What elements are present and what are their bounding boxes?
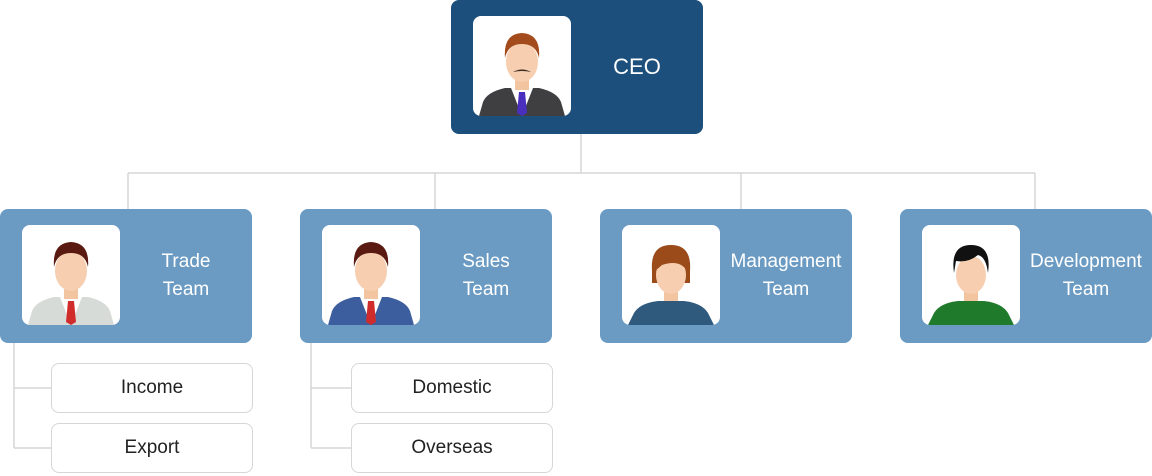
- management-team-node[interactable]: Management Team: [600, 209, 852, 343]
- development-team-label: Development Team: [1030, 251, 1142, 300]
- sales-team-node[interactable]: Sales Team: [300, 209, 552, 343]
- man-gray-suit-avatar-icon: [22, 225, 120, 325]
- sales-team-label: Sales Team: [462, 251, 510, 300]
- trade-team-node[interactable]: Trade Team: [0, 209, 252, 343]
- sub-item-export[interactable]: Export: [51, 423, 253, 473]
- man-green-shirt-avatar-icon: [922, 225, 1020, 325]
- development-team-node[interactable]: Development Team: [900, 209, 1152, 343]
- sub-item-domestic[interactable]: Domestic: [351, 363, 553, 413]
- sub-item-overseas[interactable]: Overseas: [351, 423, 553, 473]
- sub-item-income[interactable]: Income: [51, 363, 253, 413]
- ceo-label: CEO: [613, 54, 661, 79]
- man-blue-suit-avatar-icon: [322, 225, 420, 325]
- man-mustache-avatar-icon: [473, 16, 571, 116]
- ceo-node[interactable]: CEO: [451, 0, 703, 134]
- management-team-label: Management Team: [730, 251, 842, 300]
- trade-team-label: Trade Team: [161, 251, 211, 300]
- woman-avatar-icon: [622, 225, 720, 325]
